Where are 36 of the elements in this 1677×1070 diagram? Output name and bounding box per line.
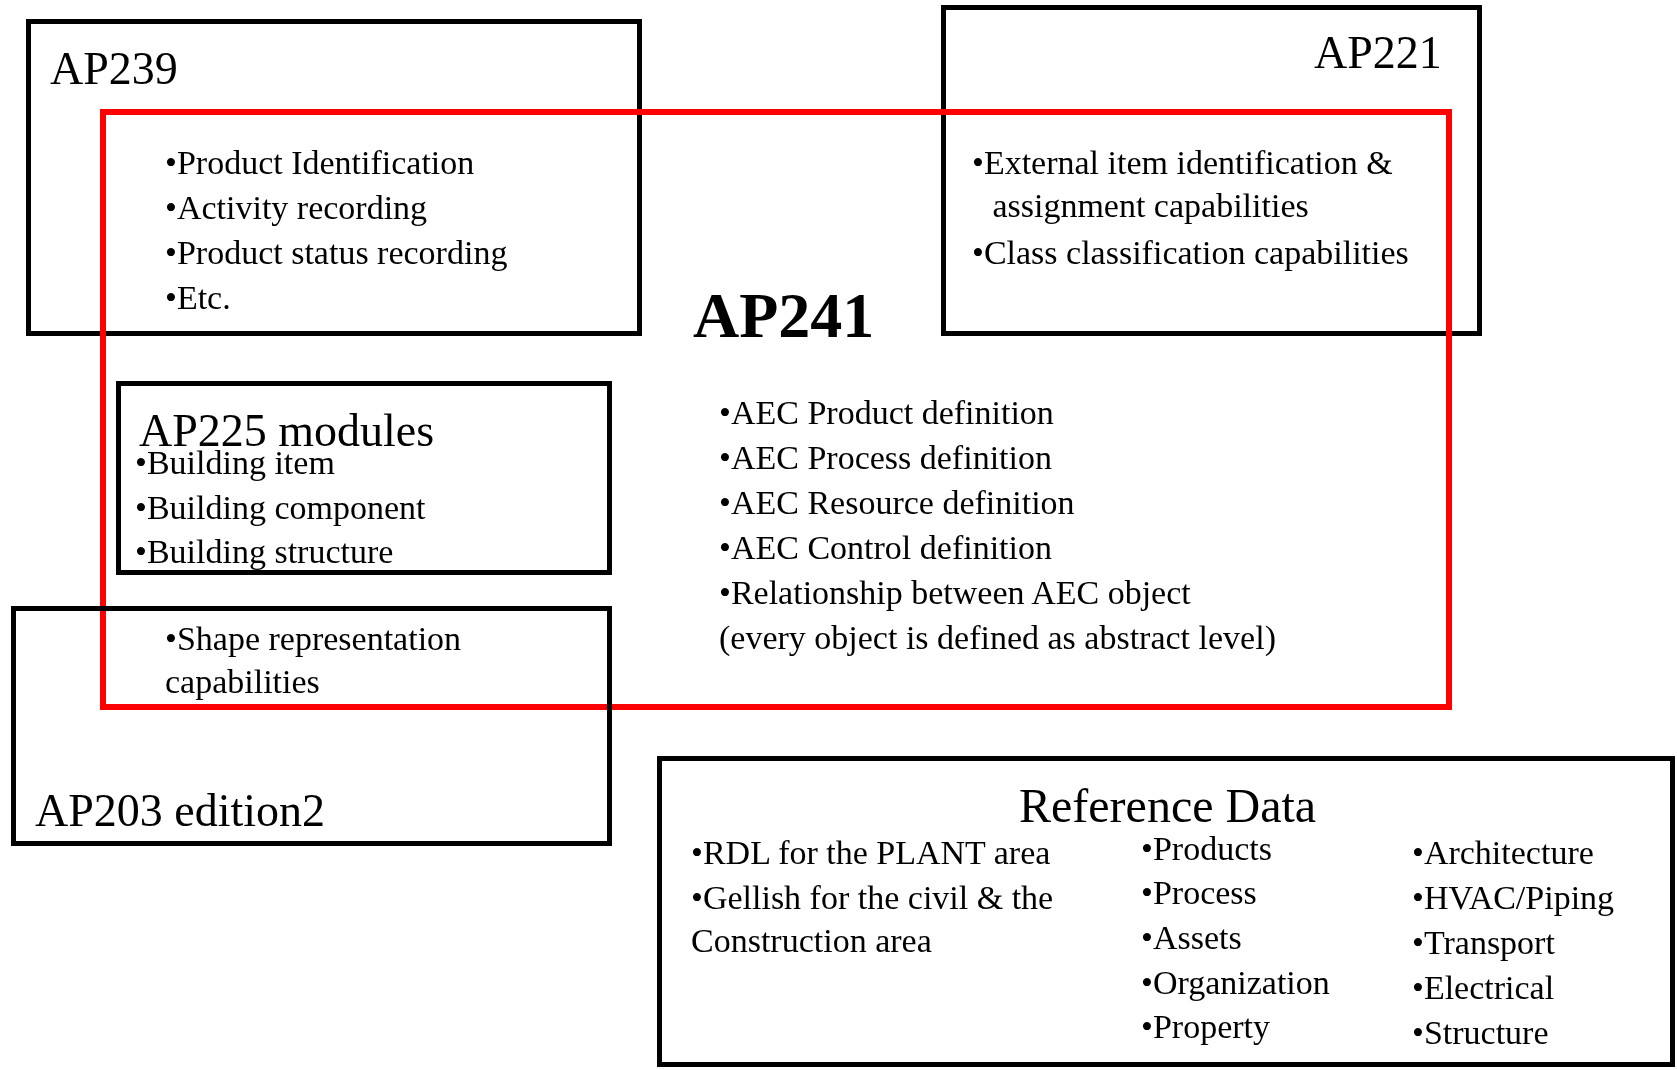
bullet-item: •Architecture	[1412, 833, 1594, 873]
bullet-item: •Building structure	[135, 532, 394, 572]
bullet-item: •External item identification & assignment capabilities	[972, 143, 1394, 226]
highlight-frame	[100, 109, 1452, 710]
bullet-item: •Product status recording	[165, 233, 508, 273]
standard-frame	[26, 19, 642, 336]
bullet-item: •AEC Control definition	[719, 528, 1052, 568]
bullet-item: •RDL for the PLANT area	[691, 833, 1051, 873]
bullet-item: •Building component	[135, 488, 426, 528]
frame-title: AP241	[693, 279, 875, 353]
bullet-item: •AEC Product definition	[719, 393, 1054, 433]
bullet-item: •Process	[1141, 873, 1257, 913]
bullet-item: •Gellish for the civil & the Construction area	[691, 878, 1055, 961]
frame-title: AP239	[50, 42, 178, 96]
bullet-item: •Etc.	[165, 278, 231, 318]
standard-frame	[941, 5, 1482, 336]
bullet-item: •Product Identification	[165, 143, 475, 183]
bullet-item: •AEC Resource definition	[719, 483, 1075, 523]
module-frame	[116, 381, 612, 575]
bullet-item: •Class classification capabilities	[972, 233, 1409, 273]
frame-title: AP221	[1314, 26, 1442, 80]
frame-title: AP203 edition2	[35, 784, 326, 838]
bullet-item: •Electrical	[1412, 968, 1555, 1008]
note-text: (every object is defined as abstract level)	[719, 618, 1276, 658]
bullet-item: •Organization	[1141, 963, 1330, 1003]
bullet-item: •Property	[1141, 1007, 1270, 1047]
bullet-item: •Shape representation capabilities	[165, 619, 463, 702]
bullet-item: •Structure	[1412, 1013, 1549, 1053]
reference-panel	[657, 756, 1675, 1067]
bullet-item: •Relationship between AEC object	[719, 573, 1191, 613]
bullet-item: •HVAC/Piping	[1412, 878, 1615, 918]
bullet-item: •Assets	[1141, 918, 1242, 958]
bullet-item: •Activity recording	[165, 188, 428, 228]
bullet-item: •AEC Process definition	[719, 438, 1052, 478]
standard-frame	[11, 606, 612, 846]
bullet-item: •Transport	[1412, 923, 1555, 963]
